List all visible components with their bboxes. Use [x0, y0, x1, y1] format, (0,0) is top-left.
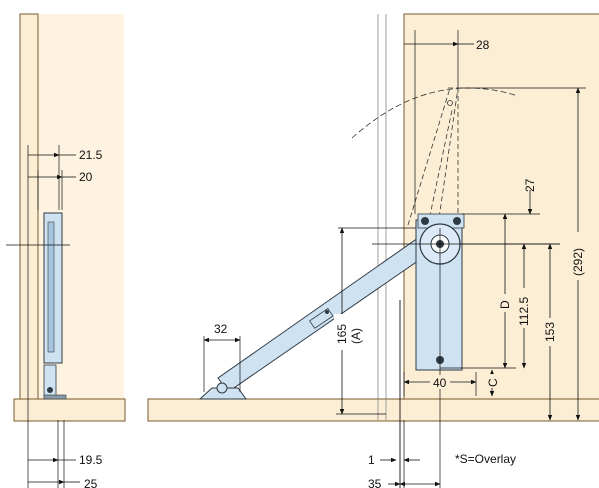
hinge-screw-top-right	[453, 217, 461, 225]
arm-base-bracket	[198, 387, 247, 400]
right-main-view: 28 27 (292) 153 D 112.5 C 40	[147, 13, 599, 488]
left-cabinet-side-panel	[19, 13, 39, 400]
dim-21-5: 21.5	[79, 148, 103, 162]
dim-C: C	[486, 378, 500, 387]
dim-28: 28	[476, 38, 490, 52]
left-side-view: 21.5 20 19.5 25	[6, 13, 126, 488]
cabinet-bottom-shelf	[147, 398, 599, 422]
hinge-screw-top-left	[421, 217, 429, 225]
dim-1: 1	[368, 453, 375, 467]
dim-32: 32	[214, 322, 228, 336]
dim-A: (A)	[349, 328, 363, 344]
dim-25: 25	[84, 477, 98, 488]
dim-27: 27	[523, 178, 537, 192]
dim-35: 35	[368, 477, 382, 488]
swing-arc	[351, 87, 519, 139]
dim-19-5: 19.5	[79, 453, 103, 467]
dim-292: (292)	[571, 248, 585, 276]
dim-40: 40	[433, 376, 447, 390]
dim-165: 165	[335, 324, 349, 344]
dim-153: 153	[543, 322, 557, 342]
dim-D: D	[498, 300, 512, 309]
dim-20: 20	[79, 170, 93, 184]
dim-112-5: 112.5	[517, 297, 531, 326]
overlay-note: *S=Overlay	[455, 452, 516, 466]
left-cabinet-bottom	[13, 398, 126, 422]
